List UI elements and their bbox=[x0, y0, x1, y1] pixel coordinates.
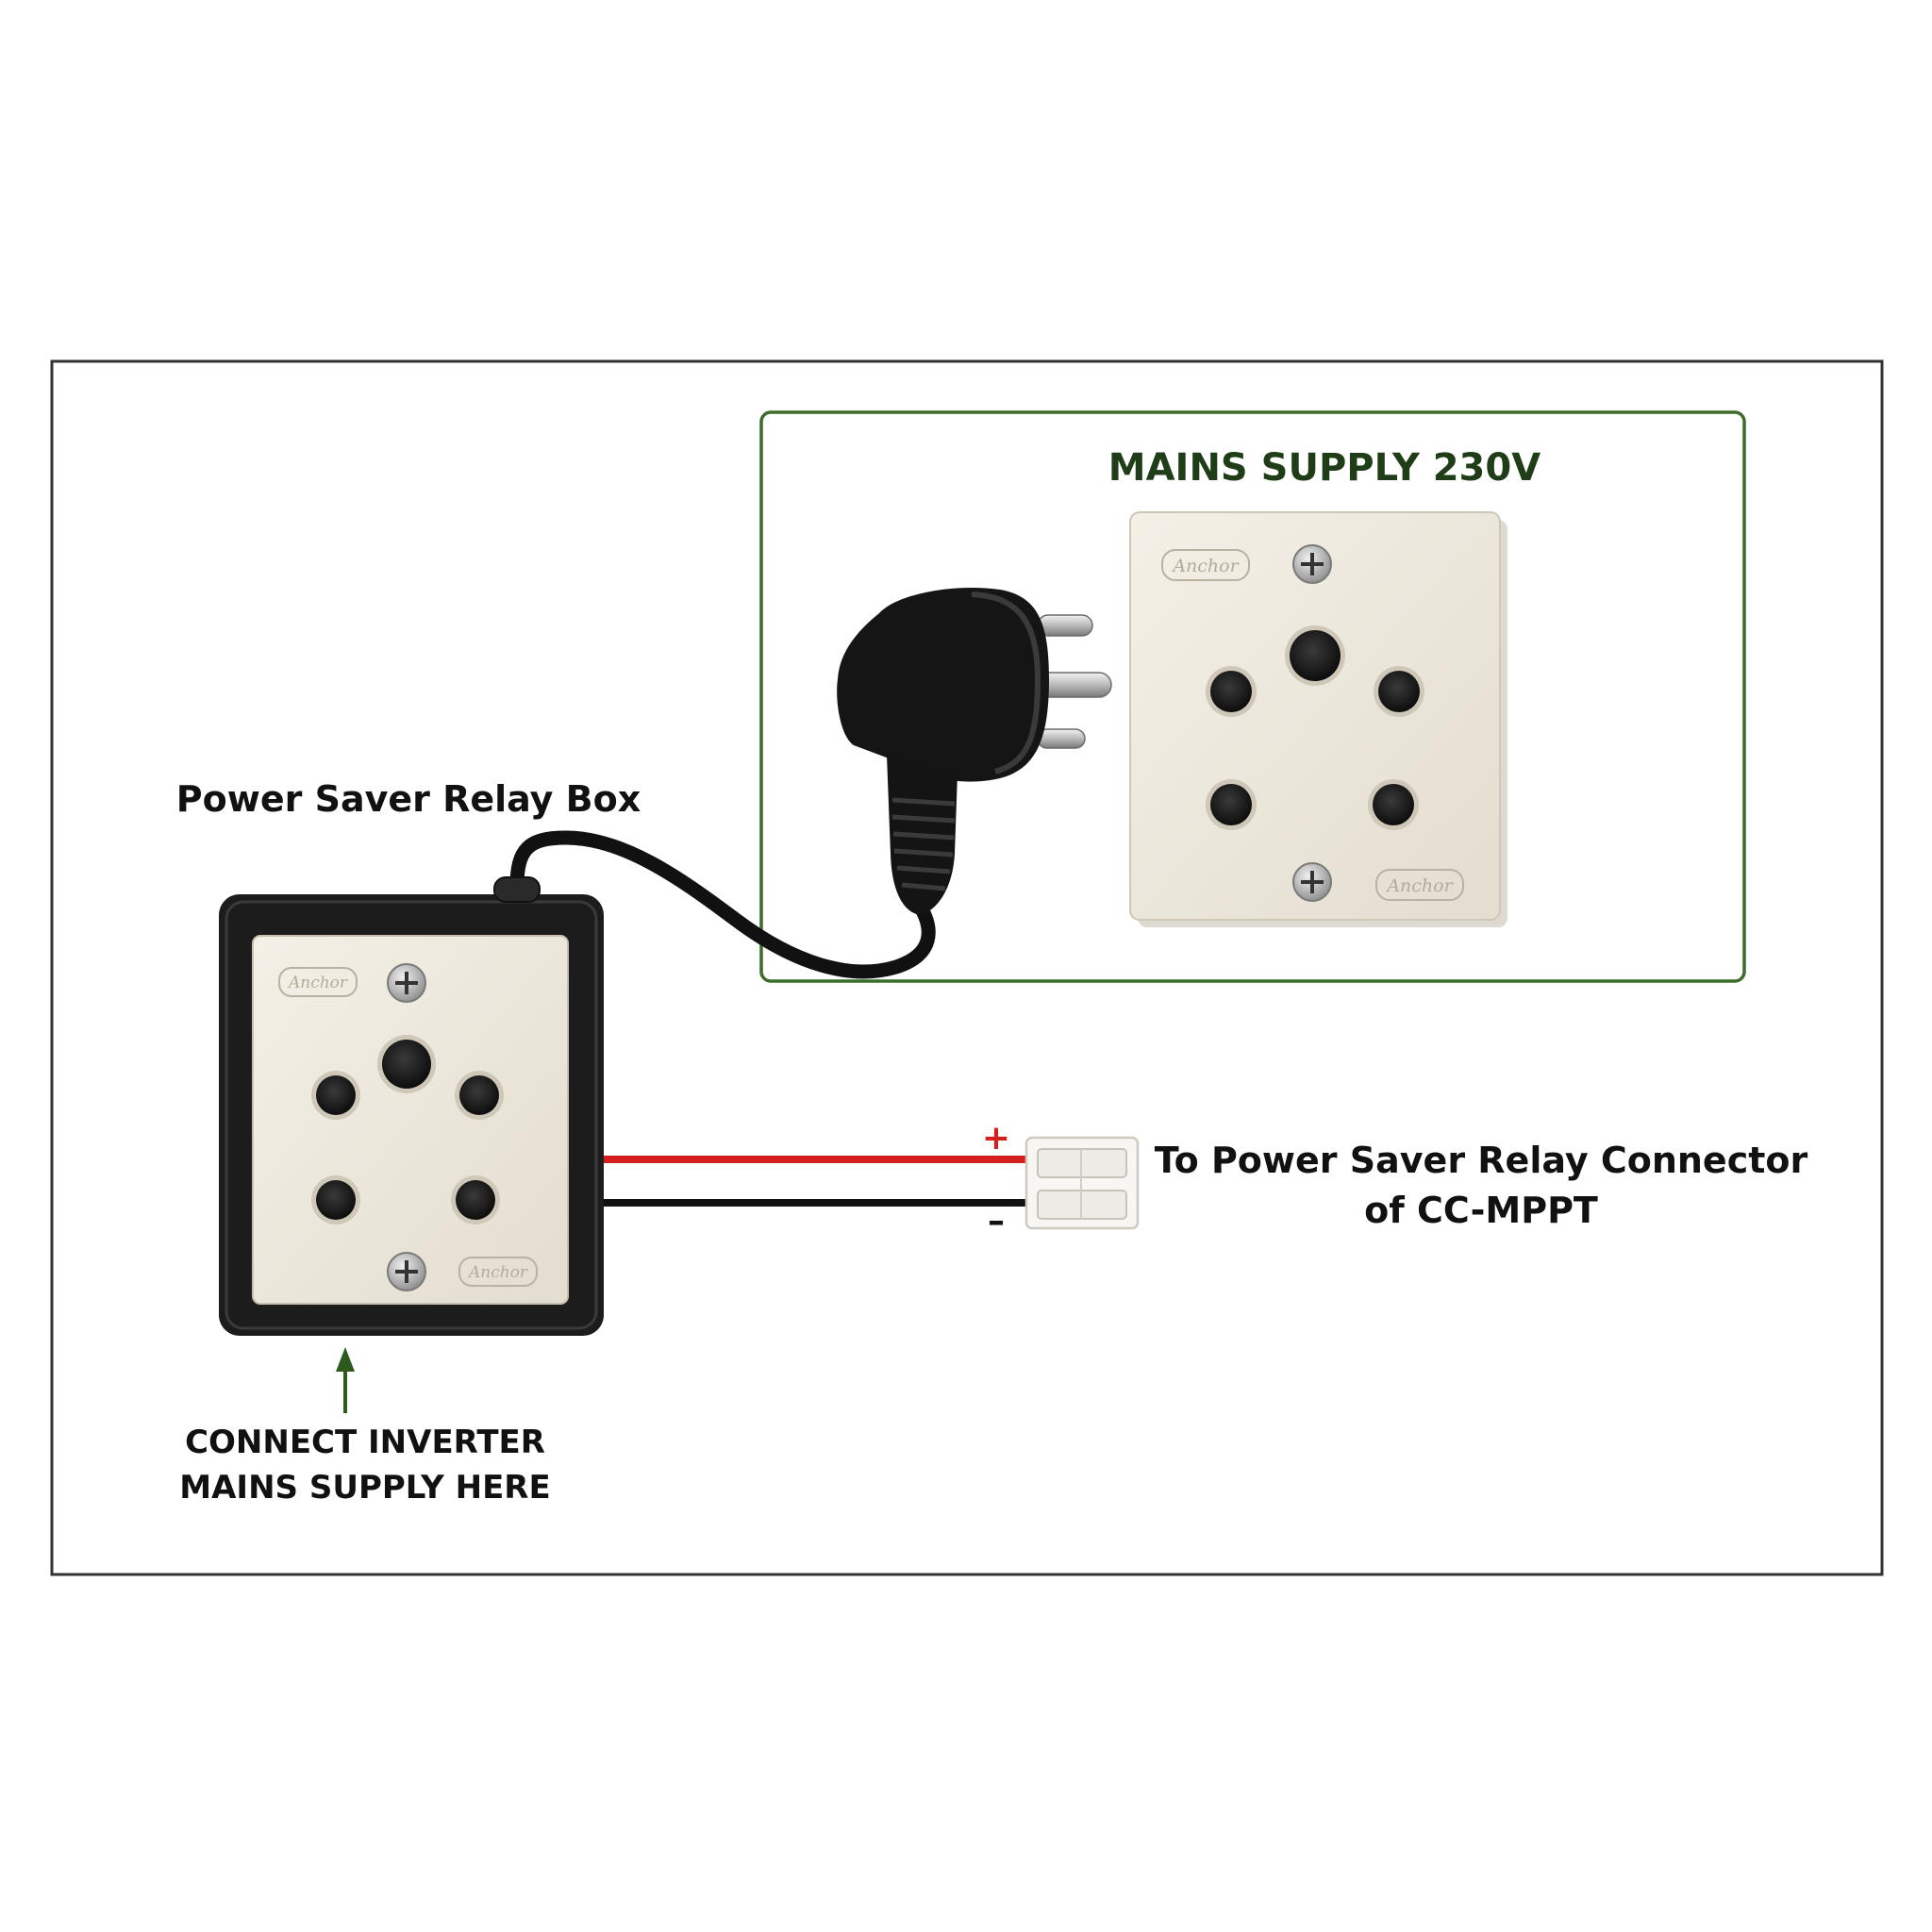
inverter-label-line1: CONNECT INVERTER bbox=[185, 1424, 545, 1461]
screw-icon bbox=[1292, 862, 1332, 902]
brand-logo-text: Anchor bbox=[1171, 556, 1240, 576]
socket-hole-earth-icon bbox=[1285, 625, 1345, 686]
socket-hole-earth-icon bbox=[377, 1035, 436, 1093]
relay-box: Anchor Anchor bbox=[219, 876, 604, 1336]
negative-sign: – bbox=[988, 1202, 1005, 1241]
socket-hole-icon bbox=[1206, 666, 1257, 717]
arrow-up-icon bbox=[336, 1347, 355, 1413]
socket-hole-icon bbox=[1368, 779, 1419, 830]
socket-hole-icon bbox=[311, 1175, 360, 1224]
strain-relief-ridges bbox=[891, 797, 956, 891]
socket-hole-icon bbox=[455, 1071, 504, 1120]
brand-logo-icon: Anchor bbox=[1161, 549, 1250, 581]
positive-sign: + bbox=[982, 1119, 1010, 1158]
screw-icon bbox=[387, 963, 426, 1003]
plug-pin-icon bbox=[1037, 614, 1093, 637]
connector-label-line1: To Power Saver Relay Connector bbox=[1155, 1140, 1808, 1181]
cable-grommet bbox=[493, 876, 541, 903]
brand-logo-text: Anchor bbox=[287, 974, 348, 992]
screw-icon bbox=[1292, 544, 1332, 584]
mains-supply-title: MAINS SUPPLY 230V bbox=[1108, 446, 1541, 490]
screw-icon bbox=[387, 1252, 426, 1291]
socket-hole-icon bbox=[451, 1175, 500, 1224]
wall-socket: Anchor Anchor bbox=[1129, 511, 1507, 927]
socket-hole-icon bbox=[1206, 779, 1257, 830]
socket-hole-icon bbox=[1374, 666, 1424, 717]
plug-pin-icon bbox=[1037, 728, 1086, 749]
socket-hole-icon bbox=[311, 1071, 360, 1120]
brand-logo-icon: Anchor bbox=[458, 1257, 538, 1287]
mains-supply-box bbox=[759, 410, 1746, 983]
connector-label-line2: of CC-MPPT bbox=[1364, 1190, 1598, 1231]
brand-logo-icon: Anchor bbox=[1375, 869, 1464, 901]
brand-logo-text: Anchor bbox=[467, 1263, 528, 1282]
brand-logo-icon: Anchor bbox=[278, 967, 358, 997]
relay-connector bbox=[1024, 1136, 1140, 1230]
relay-box-label: Power Saver Relay Box bbox=[176, 778, 641, 820]
inverter-label-line2: MAINS SUPPLY HERE bbox=[179, 1469, 550, 1507]
brand-logo-text: Anchor bbox=[1385, 875, 1454, 896]
three-pin-plug bbox=[837, 587, 1112, 915]
relay-power-cable bbox=[509, 830, 936, 979]
